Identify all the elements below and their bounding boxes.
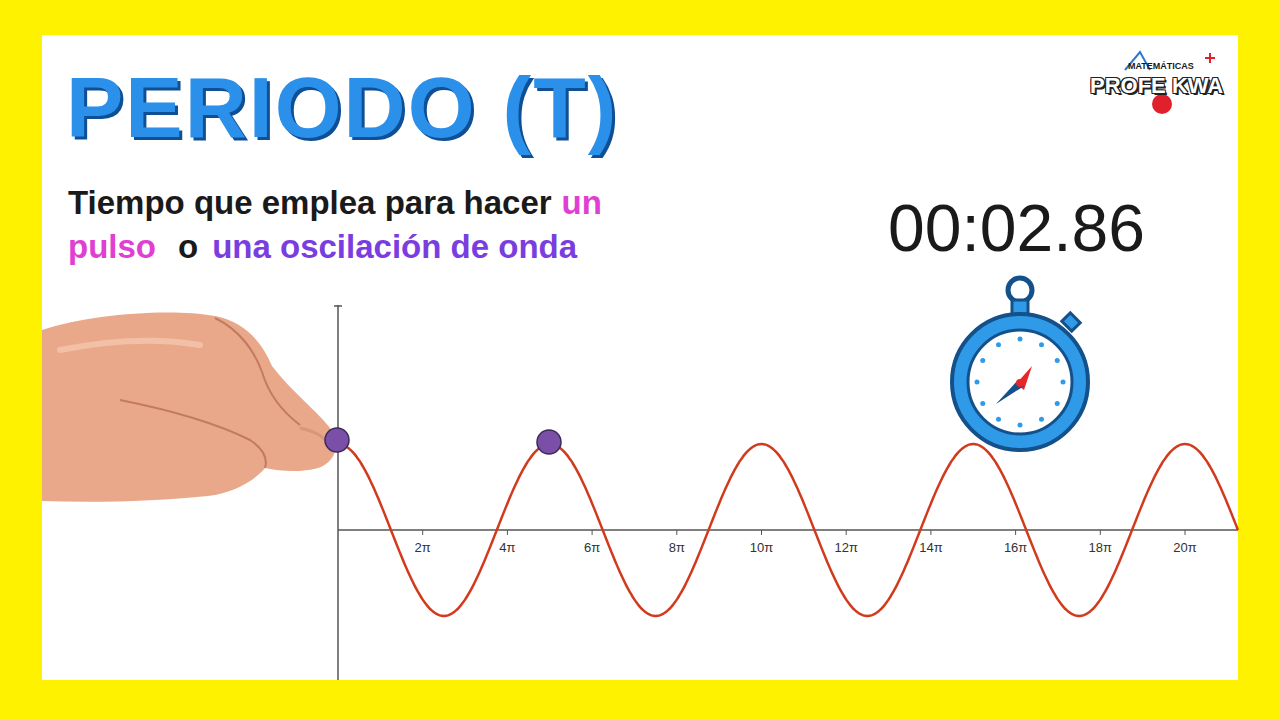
stopwatch-needle xyxy=(996,380,1024,404)
stopwatch-center xyxy=(1016,379,1024,387)
axis-tick xyxy=(846,530,847,535)
axis-tick xyxy=(676,530,677,535)
page-title: PERIODO (T) xyxy=(66,64,618,150)
axis-label: 12π xyxy=(832,541,859,554)
hand-shape xyxy=(42,312,336,501)
stopwatch-ring xyxy=(1008,278,1032,302)
hand-shade xyxy=(215,318,300,425)
axis-tick xyxy=(1185,530,1186,535)
axis-label: 6π xyxy=(582,541,602,554)
axis-label: 10π xyxy=(748,541,775,554)
logo-mark xyxy=(1205,53,1215,63)
axis-tick xyxy=(507,530,508,535)
white-panel xyxy=(42,35,1238,680)
stopwatch-dial xyxy=(975,337,1066,428)
highlight-text: un xyxy=(562,186,602,219)
axis-label: 18π xyxy=(1087,541,1114,554)
dial-dot xyxy=(996,417,1001,422)
dial-dot xyxy=(1061,380,1066,385)
pulse-dot xyxy=(537,430,561,454)
stopwatch-face xyxy=(968,330,1072,434)
dial-dot xyxy=(980,401,985,406)
hand-highlight xyxy=(60,341,200,350)
highlight-text: una oscilación de onda xyxy=(212,230,577,263)
definition-text: Tiempo que emplea para hacer xyxy=(68,186,552,219)
definition-text: o xyxy=(178,230,198,263)
axis-label: 20π xyxy=(1171,541,1198,554)
axis-tick xyxy=(761,530,762,535)
axis-label: 16π xyxy=(1002,541,1029,554)
dial-dot xyxy=(975,380,980,385)
axis-tick xyxy=(592,530,593,535)
axis-tick xyxy=(930,530,931,535)
logo-subtitle: MATEMÁTICAS xyxy=(1128,62,1194,71)
dial-dot xyxy=(1039,417,1044,422)
dial-dot xyxy=(996,342,1001,347)
stopwatch-body xyxy=(952,314,1088,450)
timer-readout: 00:02.86 xyxy=(888,195,1145,261)
axis-tick xyxy=(1015,530,1016,535)
dial-dot xyxy=(1039,342,1044,347)
dial-dot xyxy=(1055,401,1060,406)
stopwatch-icon xyxy=(952,278,1088,450)
dial-dot xyxy=(1018,423,1023,428)
axis-label: 2π xyxy=(413,541,433,554)
wave-curve xyxy=(338,444,1238,616)
axis-label: 14π xyxy=(917,541,944,554)
pulse-dot xyxy=(325,428,349,452)
highlight-text: pulso xyxy=(68,230,156,263)
axis-tick xyxy=(422,530,423,535)
axis-tick xyxy=(1100,530,1101,535)
axis-label: 8π xyxy=(667,541,687,554)
hand-illustration xyxy=(42,312,336,501)
y-axis-cap xyxy=(334,305,342,307)
y-axis xyxy=(337,305,339,680)
hand-shade xyxy=(120,400,266,468)
axis-ticks xyxy=(423,530,1185,535)
dial-dot xyxy=(1018,337,1023,342)
axis-label: 4π xyxy=(497,541,517,554)
logo-text: PROFE KWA xyxy=(1090,75,1223,97)
x-axis xyxy=(338,529,1238,531)
stopwatch-needle xyxy=(1016,366,1032,390)
logo-ball xyxy=(1152,94,1172,114)
dial-dot xyxy=(1055,358,1060,363)
dial-dot xyxy=(980,358,985,363)
